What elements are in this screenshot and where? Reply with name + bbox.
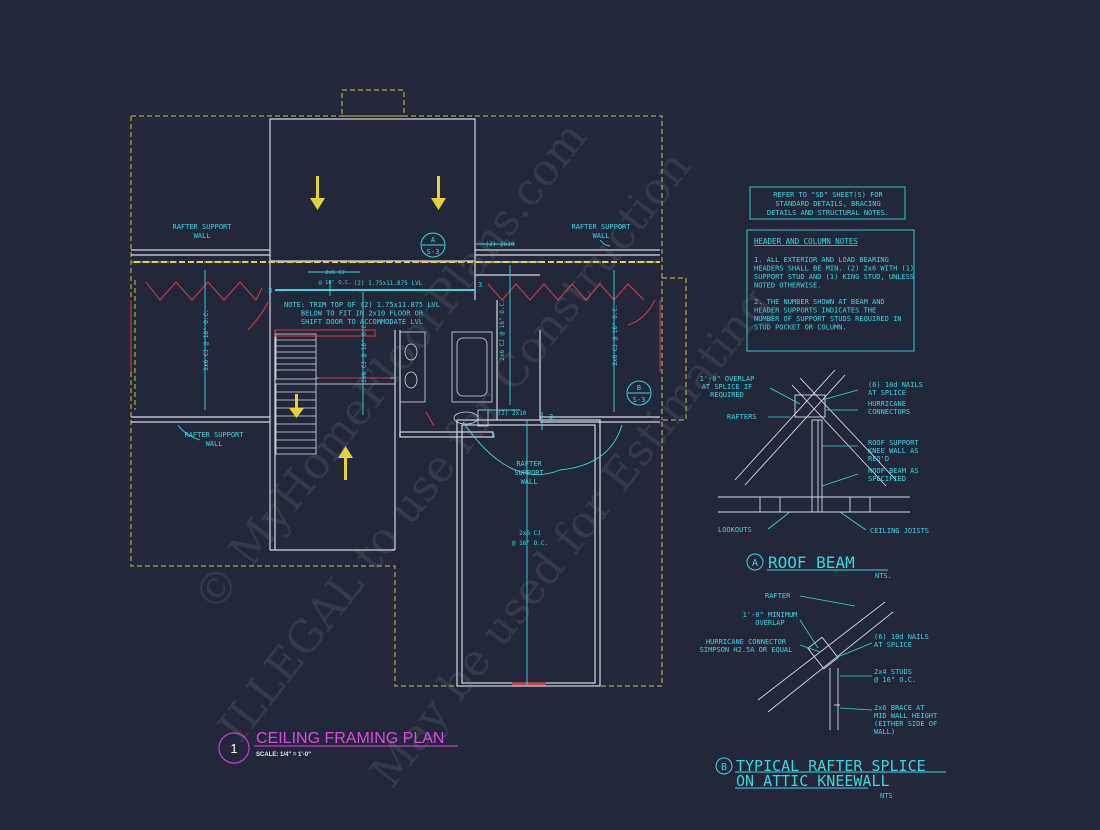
joist-tag-lower: @ 16" O.C. (318, 280, 351, 286)
svg-text:ON ATTIC KNEEWALL: ON ATTIC KNEEWALL (736, 772, 890, 790)
svg-text:2x6 CJ @ 16" O.C.: 2x6 CJ @ 16" O.C. (361, 321, 368, 382)
svg-text:A: A (752, 558, 758, 569)
svg-text:CEILING FRAMING PLAN: CEILING FRAMING PLAN (256, 730, 444, 747)
bath-fixtures (399, 331, 493, 427)
svg-text:RAFTERS: RAFTERS (727, 413, 757, 421)
svg-text:1: 1 (230, 741, 237, 756)
svg-text:2x6 CJ @ 16" O.C.: 2x6 CJ @ 16" O.C. (203, 309, 210, 370)
svg-text:SCALE: 1/4" = 1'-0": SCALE: 1/4" = 1'-0" (256, 752, 311, 758)
watermark: © MyHomeFloorPlans.com ILLEGAL to use fo… (183, 112, 781, 797)
span-arrows (289, 176, 446, 480)
svg-text:CEILING JOISTS: CEILING JOISTS (870, 527, 929, 535)
svg-text:2x6 CJ @ 16" O.C.: 2x6 CJ @ 16" O.C. (612, 304, 619, 365)
svg-text:3: 3 (491, 432, 495, 440)
callout-a-sheet: S-3 (427, 248, 440, 256)
garage-joist-tag: 2x6 CJ@ 16" O.C. (512, 530, 548, 547)
svg-text:RAFTER: RAFTER (765, 592, 791, 600)
svg-text:3: 3 (268, 287, 272, 295)
header-tag-top: (2) 2x10 (486, 241, 515, 248)
joist-tag-upper: 2x6 CJ (325, 270, 345, 276)
rafter-ties-red (130, 281, 661, 686)
down-arrow-3 (289, 394, 304, 418)
callout-b-sheet: S-3 (633, 396, 646, 404)
svg-text:NTS.: NTS. (875, 572, 892, 580)
header-column-notes-title: HEADER AND COLUMN NOTES (754, 237, 858, 246)
up-arrow (338, 446, 353, 480)
svg-text:3: 3 (478, 281, 482, 289)
down-arrow-1 (310, 176, 325, 210)
svg-text:2x4 STUDS@ 16" O.C.: 2x4 STUDS@ 16" O.C. (874, 668, 916, 684)
svg-text:LOOKOUTS: LOOKOUTS (718, 526, 752, 534)
header-tag-bottom: (2) 2x10 (498, 410, 527, 417)
svg-text:1. ALL EXTERIOR AND LOAD BEARI: 1. ALL EXTERIOR AND LOAD BEARINGHEADERS … (754, 256, 914, 290)
svg-text:ROOF BEAM: ROOF BEAM (768, 553, 855, 572)
cyan-annotations (177, 239, 623, 686)
svg-text:TYPICAL RAFTER SPLICE: TYPICAL RAFTER SPLICE (736, 757, 926, 775)
support-stud-counts: 3 3 3 3 (268, 281, 553, 440)
lvl-beam-tag: (2) 1.75x11.875 LVL (354, 280, 423, 287)
joist-span-tags-vertical: 2x6 CJ @ 16" O.C. 2x6 CJ @ 16" O.C. 2x6 … (203, 299, 619, 382)
svg-text:NTS: NTS (880, 792, 893, 800)
svg-text:B: B (721, 762, 727, 773)
plan-title: 1 CEILING FRAMING PLAN SCALE: 1/4" = 1'-… (218, 730, 458, 764)
callout-a-letter: A (431, 236, 436, 244)
down-arrow-2 (431, 176, 446, 210)
svg-text:3: 3 (549, 413, 553, 421)
callout-b-letter: B (637, 384, 641, 392)
section-callouts (420, 232, 652, 406)
svg-text:2x6 CJ @ 16" O.C.: 2x6 CJ @ 16" O.C. (499, 299, 506, 360)
